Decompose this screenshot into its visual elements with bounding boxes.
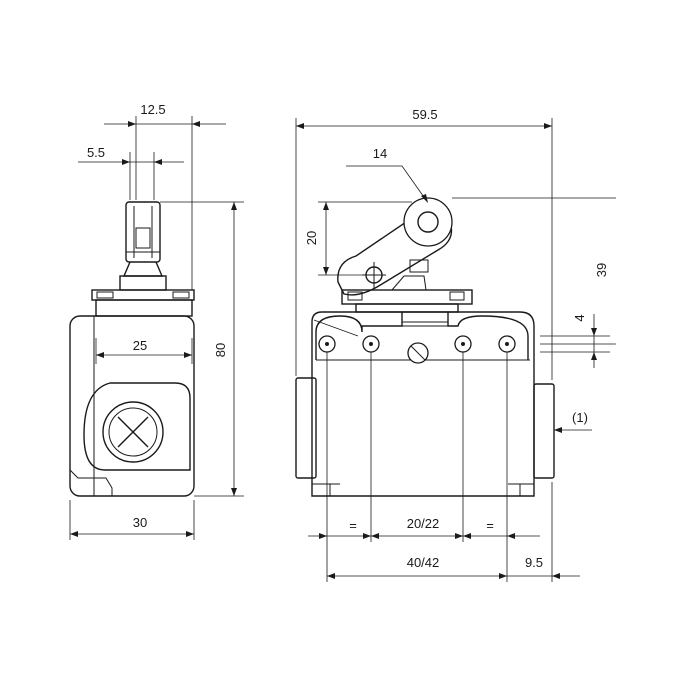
dim-front-total-width: 59.5 [412, 107, 437, 122]
dim-front-right-offset: 9.5 [525, 555, 543, 570]
dim-front-equal-right: = [486, 518, 494, 533]
dim-side-top-width: 12.5 [140, 102, 165, 117]
dim-front-base-width: 40/42 [407, 555, 440, 570]
dim-front-equal-left: = [349, 518, 357, 533]
dim-side-plunger-width: 5.5 [87, 145, 105, 160]
dim-side-base-width: 30 [133, 515, 147, 530]
front-dimensions: 59.5 14 20 39 4 (1) [295, 107, 616, 582]
dim-front-lever-width: 14 [373, 146, 387, 161]
side-dimensions: 12.5 5.5 80 25 30 [69, 102, 244, 540]
dim-side-total-height: 80 [213, 343, 228, 357]
dim-side-body-width: 25 [133, 338, 147, 353]
side-view [69, 201, 195, 497]
dim-front-hole-spacing: 20/22 [407, 516, 440, 531]
dim-front-height: 39 [594, 263, 609, 277]
dim-front-hole-offset: 4 [572, 314, 587, 321]
dim-front-lever-height: 20 [304, 231, 319, 245]
dim-front-note: (1) [572, 410, 588, 425]
front-view [295, 197, 555, 497]
